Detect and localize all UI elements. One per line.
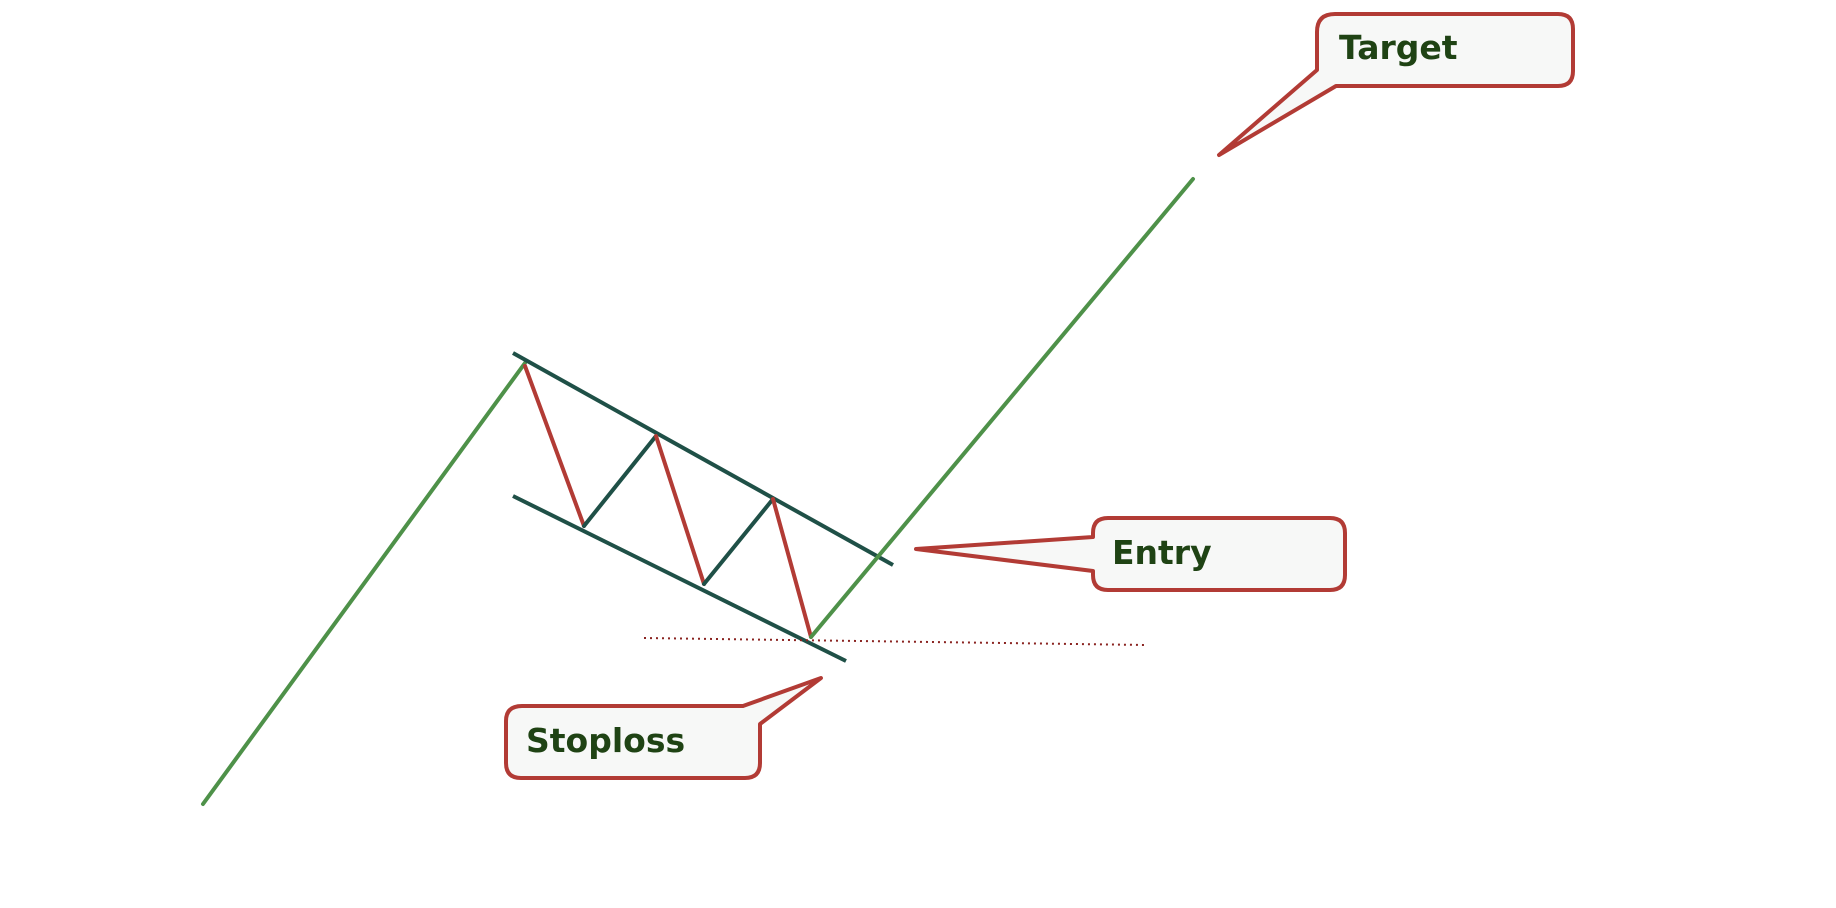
flag-down-leg-1 bbox=[523, 364, 586, 528]
flag-up-leg-1 bbox=[582, 434, 658, 528]
flag-up-leg-2 bbox=[702, 497, 775, 586]
stoploss-callout-label: Stoploss bbox=[526, 721, 685, 760]
stoploss-callout: Stoploss bbox=[504, 676, 823, 780]
target-callout-shape bbox=[1217, 12, 1575, 157]
entry-callout: Entry bbox=[914, 516, 1347, 592]
channel-lower-line bbox=[512, 494, 847, 663]
stoploss-callout-shape bbox=[504, 676, 823, 780]
flag-down-leg-3 bbox=[771, 497, 813, 639]
flag-down-leg-2 bbox=[654, 434, 706, 586]
target-callout-label: Target bbox=[1339, 28, 1458, 67]
channel-upper-line bbox=[512, 351, 894, 567]
breakout-line bbox=[809, 177, 1195, 639]
entry-callout-shape bbox=[914, 516, 1347, 592]
flagpole-line bbox=[201, 361, 527, 806]
entry-callout-label: Entry bbox=[1112, 533, 1212, 572]
target-callout: Target bbox=[1217, 12, 1575, 157]
stoploss-level-line bbox=[643, 637, 1147, 646]
